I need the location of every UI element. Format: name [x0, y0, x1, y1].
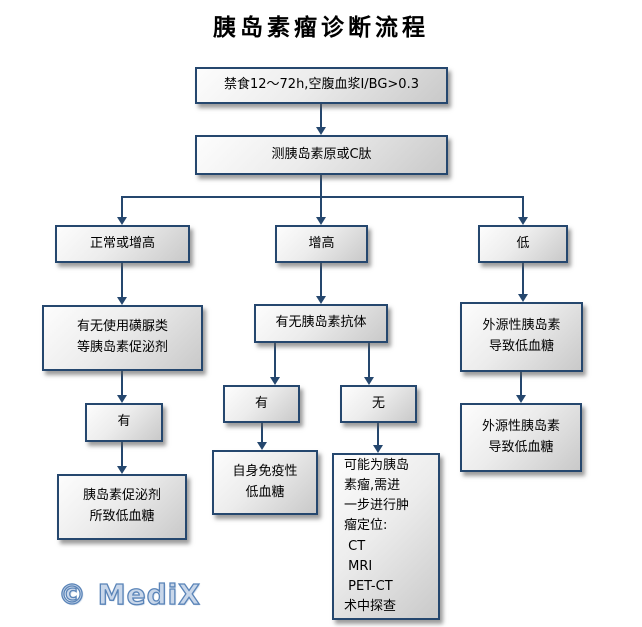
arrow-down-icon	[373, 445, 383, 453]
node-label: 有	[254, 395, 268, 411]
connector-no-insulinoma	[377, 423, 379, 445]
node-label: 测胰岛素原或C肽	[271, 146, 372, 162]
node-antibody-question: 有无胰岛素抗体	[254, 304, 388, 343]
connector-exogenous1-exogenous2	[520, 372, 522, 395]
node-autoimmune: 自身免疫性 低血糖	[212, 450, 318, 515]
node-no-mid: 无	[340, 385, 417, 423]
node-high: 增高	[275, 225, 368, 263]
arrow-down-icon	[316, 127, 326, 135]
connector-secretagogue-yes	[121, 371, 123, 395]
connector-yes-result	[121, 442, 123, 466]
arrow-down-icon	[364, 377, 374, 385]
connector-normal-secretagogue	[121, 263, 123, 297]
node-label: 正常或增高	[89, 235, 155, 251]
node-yes-left: 有	[85, 403, 163, 442]
connector-split-normal	[121, 196, 123, 217]
connector-antibody-no	[368, 343, 370, 377]
node-exogenous-insulin-2: 外源性胰岛素 导致低血糖	[460, 403, 582, 472]
node-label: 外源性胰岛素	[482, 318, 561, 334]
node-label: PET-CT	[344, 578, 393, 594]
node-low: 低	[478, 225, 568, 263]
connector-split-low	[522, 196, 524, 217]
node-exogenous-insulin-1: 外源性胰岛素 导致低血糖	[460, 302, 583, 372]
arrow-down-icon	[316, 217, 326, 225]
node-yes-mid: 有	[223, 385, 300, 423]
node-label: CT	[344, 538, 366, 554]
node-secretagogue-question: 有无使用磺脲类 等胰岛素促泌剂	[42, 305, 203, 371]
node-label: 术中探查	[344, 598, 397, 614]
node-label: 瘤定位:	[344, 518, 388, 534]
arrow-down-icon	[257, 442, 267, 450]
arrow-down-icon	[518, 217, 528, 225]
arrow-down-icon	[117, 217, 127, 225]
node-label: 等胰岛素促泌剂	[76, 340, 168, 355]
node-label: 无	[371, 395, 385, 411]
node-label: MRI	[344, 558, 373, 574]
connector-low-exogenous1	[522, 263, 524, 294]
node-label: 一步进行肿	[344, 498, 410, 514]
arrow-down-icon	[270, 377, 280, 385]
node-secretagogue-result: 胰岛素促泌剂 所致低血糖	[57, 474, 187, 540]
connector-measure-split	[320, 175, 322, 196]
arrow-down-icon	[518, 294, 528, 302]
page-title: 胰岛素瘤诊断流程	[213, 14, 429, 41]
arrow-down-icon	[117, 297, 127, 305]
node-label: 禁食12～72h,空腹血浆I/BG>0.3	[223, 77, 419, 93]
arrow-down-icon	[117, 466, 127, 474]
node-label: 有无胰岛素抗体	[275, 315, 367, 331]
node-label: 增高	[308, 235, 335, 251]
connector-high-antibody	[320, 263, 322, 296]
connector-antibody-yes	[274, 343, 276, 377]
medix-watermark: © MediX	[57, 577, 201, 611]
connector-split-horizontal	[121, 196, 524, 198]
node-label: 自身免疫性	[232, 463, 298, 479]
node-fasting: 禁食12～72h,空腹血浆I/BG>0.3	[195, 67, 448, 104]
node-label: 有无使用磺脲类	[76, 319, 168, 335]
arrow-down-icon	[117, 395, 127, 403]
connector-yes-autoimmune	[261, 423, 263, 442]
node-label: 有	[117, 414, 131, 430]
connector-fasting-measure	[320, 104, 322, 127]
node-label: 素瘤,需进	[344, 478, 401, 494]
connector-split-high	[320, 196, 322, 217]
node-insulinoma: 可能为胰岛 素瘤,需进 一步进行肿 瘤定位: CT MRI PET-CT 术中探…	[332, 453, 440, 620]
node-normal-or-high: 正常或增高	[55, 225, 190, 263]
node-measure: 测胰岛素原或C肽	[195, 135, 448, 175]
node-label: 外源性胰岛素	[481, 418, 560, 434]
node-label: 低	[516, 235, 530, 251]
node-label: 导致低血糖	[488, 339, 554, 354]
node-label: 导致低血糖	[488, 439, 554, 455]
arrow-down-icon	[516, 395, 526, 403]
arrow-down-icon	[316, 296, 326, 304]
node-label: 可能为胰岛	[344, 457, 410, 473]
node-label: 胰岛素促泌剂	[82, 488, 161, 504]
node-label: 低血糖	[245, 484, 285, 500]
node-label: 所致低血糖	[89, 509, 155, 524]
